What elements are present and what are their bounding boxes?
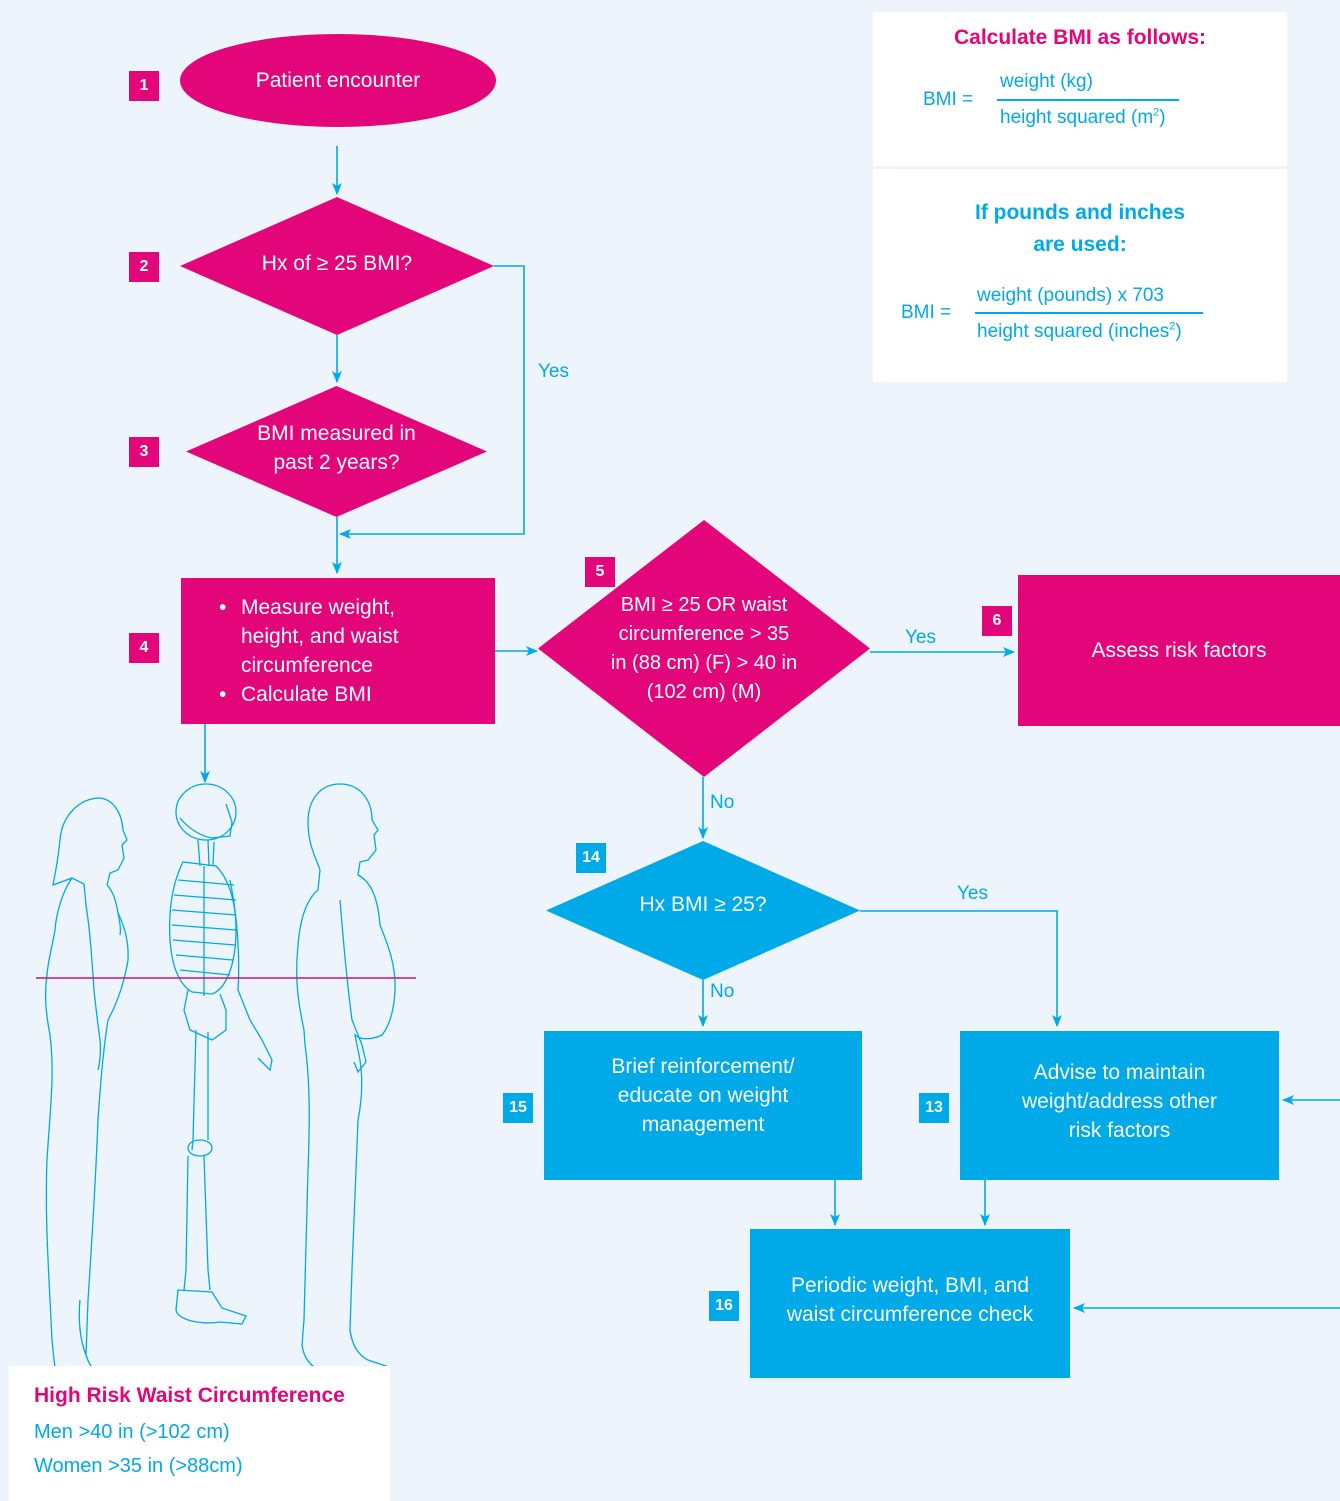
edge-label-no: No — [710, 792, 735, 813]
title-line: are used: — [1033, 233, 1127, 256]
bmi-numerator-imperial: weight (pounds) x 703 — [977, 285, 1164, 306]
denominator-text: height squared (m — [1000, 107, 1154, 128]
bmi-lhs-imperial: BMI = — [901, 302, 952, 323]
step-number-badge: 5 — [585, 557, 615, 587]
step-number-badge: 16 — [709, 1291, 739, 1321]
node-patient-encounter: Patient encounter — [180, 34, 496, 127]
edge-label-yes: Yes — [538, 361, 569, 382]
denominator-end: ) — [1175, 321, 1182, 342]
node-label: Patient encounter — [255, 69, 421, 92]
node-label-line: BMI measured in — [257, 421, 416, 445]
step-number-badge: 6 — [982, 606, 1012, 636]
panel-divider — [873, 166, 1287, 169]
node-label-line: Periodic weight, BMI, and — [790, 1273, 1030, 1297]
body-figures-illustration — [44, 783, 396, 1393]
node-assess-risk-factors: Assess risk factors — [1018, 575, 1340, 726]
title-line: If pounds and inches — [974, 201, 1185, 224]
superscript: 2 — [1169, 320, 1176, 333]
edge-label-yes: Yes — [905, 627, 936, 648]
node-bullet: Calculate BMI — [217, 680, 417, 709]
step-number-badge: 4 — [129, 633, 159, 663]
node-bullet: Measure weight, height, and waist circum… — [217, 593, 417, 680]
denominator-end: ) — [1159, 107, 1166, 128]
bmi-denominator: height squared (m2) — [1000, 107, 1166, 129]
fraction-bar — [997, 99, 1179, 101]
node-label-line: weight/address other — [1022, 1090, 1217, 1113]
node-label-line: in (88 cm) (F) > 40 in — [610, 651, 798, 674]
edge-label-no: No — [710, 981, 735, 1002]
waist-women: Women >35 in (>88cm) — [34, 1455, 243, 1477]
node-label-line: waist circumference check — [786, 1302, 1034, 1326]
node-label: Hx BMI ≥ 25? — [639, 893, 767, 916]
node-label-line: Advise to maintain — [1033, 1061, 1206, 1084]
step-number-badge: 2 — [129, 252, 159, 282]
bmi-denominator-imperial: height squared (inches2) — [977, 321, 1182, 343]
node-label-line: circumference > 35 — [618, 622, 790, 645]
node-label: Hx of ≥ 25 BMI? — [261, 251, 413, 275]
bmi-panel-title: Calculate BMI as follows: — [953, 26, 1207, 49]
arrow-2-yes-to-4 — [339, 265, 525, 539]
bmi-lhs: BMI = — [923, 89, 974, 110]
superscript: 2 — [1153, 106, 1160, 119]
node-label-line: past 2 years? — [273, 450, 400, 474]
node-label-line: educate on weight — [617, 1084, 789, 1107]
arrow-14-yes-to-13 — [860, 910, 1062, 1027]
fraction-bar — [975, 312, 1203, 314]
node-label-line: risk factors — [1068, 1119, 1171, 1142]
node-label-line: Brief reinforcement/ — [611, 1055, 795, 1078]
node-brief-reinforcement: Brief reinforcement/ educate on weight m… — [544, 1031, 862, 1180]
bmi-numerator: weight (kg) — [1000, 71, 1093, 92]
step-number-badge: 14 — [576, 843, 606, 873]
denominator-text: height squared (inches — [977, 321, 1170, 342]
waist-circumference-box: High Risk Waist Circumference Men >40 in… — [9, 1366, 390, 1501]
step-number-badge: 1 — [129, 71, 159, 101]
step-number-badge: 13 — [919, 1093, 949, 1123]
waist-men: Men >40 in (>102 cm) — [34, 1421, 230, 1443]
node-label-line: management — [641, 1113, 765, 1136]
edge-label-yes: Yes — [957, 883, 988, 904]
step-number-badge: 3 — [129, 437, 159, 467]
node-label: Assess risk factors — [1091, 639, 1267, 662]
pounds-inches-title: If pounds and inches are used: — [873, 197, 1287, 261]
node-label-line: BMI ≥ 25 OR waist — [620, 593, 788, 616]
bmi-formula-panel: Calculate BMI as follows: BMI = weight (… — [873, 12, 1287, 382]
node-label-line: (102 cm) (M) — [646, 680, 762, 703]
waist-panel-title: High Risk Waist Circumference — [34, 1384, 345, 1407]
node-advise-maintain-weight: Advise to maintain weight/address other … — [960, 1031, 1279, 1180]
step-number-badge: 15 — [503, 1093, 533, 1123]
node-measure-and-calculate: Measure weight, height, and waist circum… — [181, 578, 495, 724]
node-periodic-check: Periodic weight, BMI, and waist circumfe… — [750, 1229, 1070, 1378]
